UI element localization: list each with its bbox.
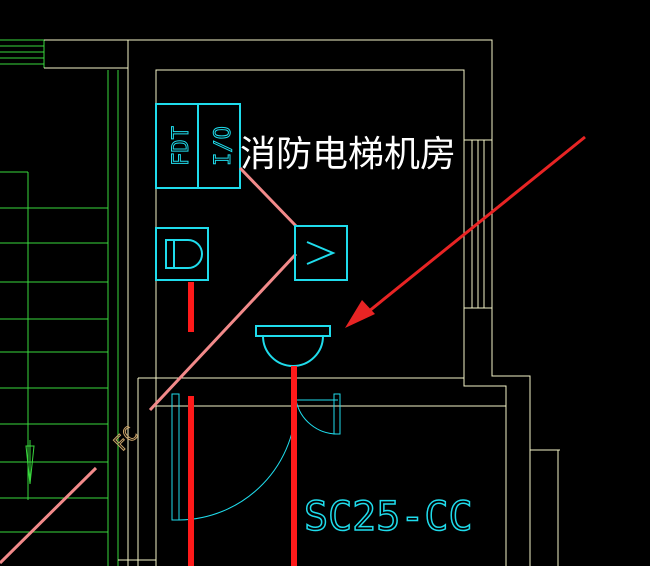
pointer-arrow-icon: [345, 135, 586, 328]
link-lines: [0, 166, 298, 565]
circuit-label: SC25-CC: [304, 494, 473, 540]
io-label: I/O: [211, 126, 236, 166]
smoke-detector-icon: [255, 325, 331, 367]
red-cables: [188, 282, 297, 566]
switch-module-icon: [294, 225, 348, 281]
stair-block: [0, 39, 119, 566]
fdt-io-module-icon: FDT I/O: [155, 103, 241, 189]
telephone-jack-icon: [155, 227, 209, 281]
stair-arrow-icon: [25, 445, 35, 485]
fdt-label: FDT: [169, 126, 194, 166]
room-name-label: 消防电梯机房: [240, 134, 456, 175]
